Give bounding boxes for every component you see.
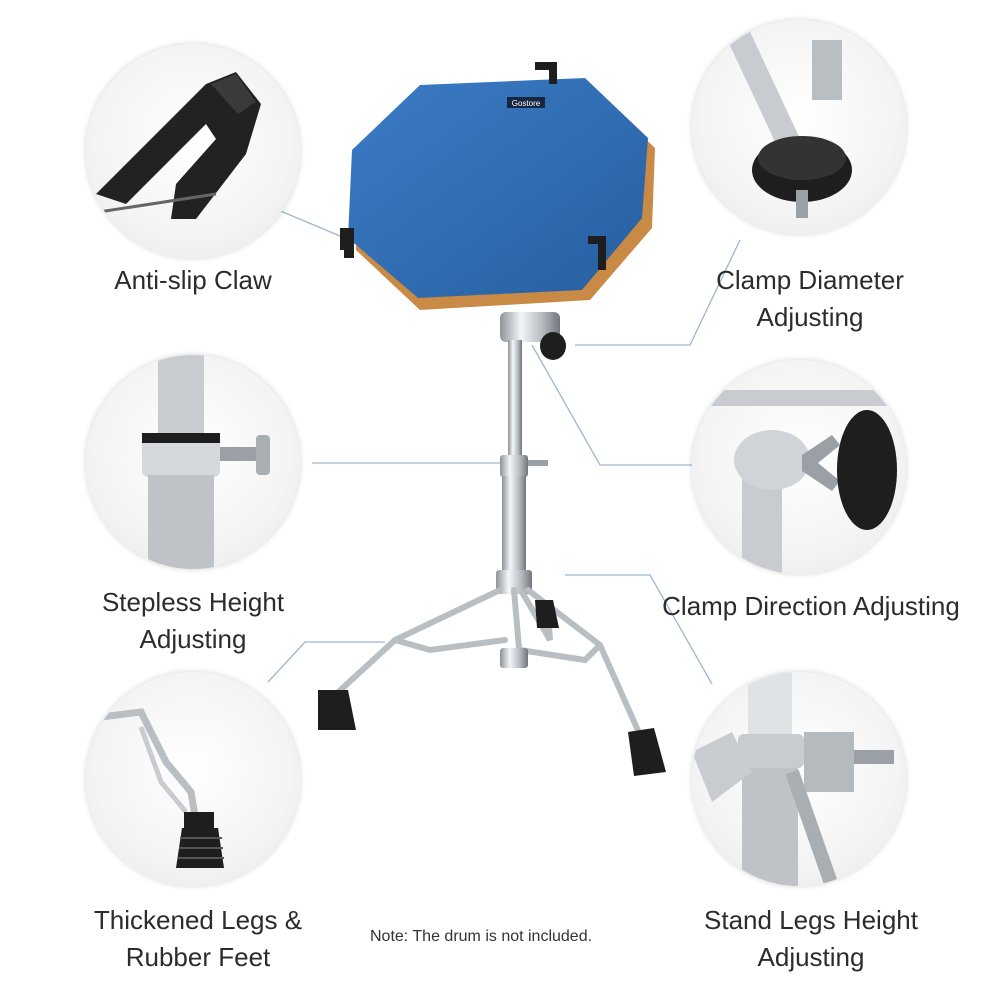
rubber-feet: [318, 600, 666, 776]
height-joint: [500, 455, 528, 477]
upper-tube: [508, 340, 522, 460]
claw-left: [340, 228, 354, 258]
detail-circle-anti-slip-claw: [86, 44, 300, 258]
pad-blue-surface: [348, 78, 648, 298]
label-stepless-height: Stepless Height Adjusting: [101, 587, 285, 654]
detail-circle-stand-legs-height: [692, 672, 906, 886]
detail-circle-thickened-legs: [86, 672, 300, 886]
tripod-legs: [332, 587, 643, 738]
leader-anti-slip-claw: [277, 209, 346, 239]
leader-stand-legs-height: [565, 574, 713, 685]
pad-brand-text: Gostore: [512, 99, 541, 108]
label-stand-legs-height: Stand Legs Height Adjusting: [704, 905, 918, 972]
pad-brand-logo: [507, 97, 545, 108]
leader-clamp-diameter: [575, 239, 741, 346]
height-screw: [528, 460, 548, 466]
leg-collar: [496, 570, 532, 594]
label-thickened-legs: Thickened Legs & Rubber Feet: [93, 905, 303, 972]
label-anti-slip-claw: Anti-slip Claw: [114, 265, 272, 295]
label-clamp-direction: Clamp Direction Adjusting: [662, 591, 960, 621]
note-drum-not-included: Note: The drum is not included.: [370, 928, 593, 945]
detail-circle-clamp-direction: [692, 360, 906, 574]
label-clamp-diameter: Clamp Diameter Adjusting: [716, 265, 904, 332]
leg-brace-center: [500, 648, 528, 668]
claw-top: [535, 62, 557, 84]
leader-clamp-direction: [531, 344, 692, 466]
detail-circle-stepless-height: [86, 355, 300, 569]
detail-circle-clamp-diameter: [692, 20, 906, 234]
clamp-knob: [540, 332, 566, 360]
clamp-assembly: [500, 312, 560, 342]
lower-tube: [502, 476, 526, 586]
claw-right: [588, 236, 606, 270]
leader-thickened-legs: [267, 641, 385, 683]
